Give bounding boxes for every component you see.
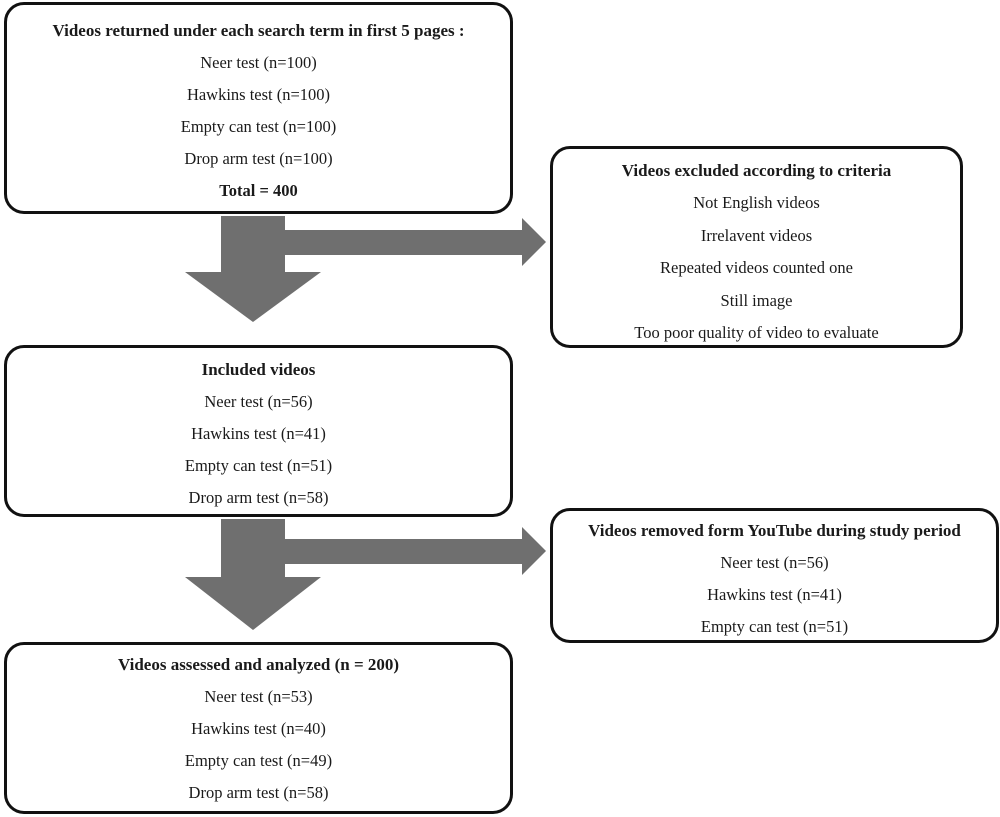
removed-item-neer: Neer test (n=56) — [720, 553, 829, 572]
assessed-item-hawkins: Hawkins test (n=40) — [191, 719, 326, 738]
assessed-item-empty-can: Empty can test (n=49) — [184, 751, 333, 770]
excluded-item-still-image: Still image — [720, 290, 793, 310]
arrow-group-search-to-included — [185, 216, 546, 322]
assessed-item-drop-arm: Drop arm test (n=58) — [188, 783, 329, 802]
down-arrow-head — [185, 577, 321, 630]
right-arrow-shaft — [285, 230, 523, 255]
assessed-item-neer: Neer test (n=53) — [204, 687, 313, 706]
arrow-group-included-to-assessed — [185, 519, 546, 630]
right-arrow-shaft — [285, 539, 523, 564]
assessed-videos-title: Videos assessed and analyzed (n = 200) — [117, 655, 400, 674]
excluded-item-not-english: Not English videos — [693, 193, 820, 212]
included-item-empty-can: Empty can test (n=51) — [184, 456, 333, 475]
removed-item-empty-can: Empty can test (n=51) — [700, 617, 849, 636]
search-results-box: Videos returned under each search term i… — [4, 2, 513, 214]
included-videos-box: Included videos Neer test (n=56) Hawkins… — [4, 345, 513, 517]
excluded-item-repeated: Repeated videos counted one — [660, 258, 853, 277]
included-videos-title: Included videos — [201, 360, 316, 379]
down-arrow-head — [185, 272, 321, 322]
right-arrow-head — [522, 218, 546, 266]
excluded-item-poor-quality: Too poor quality of video to evaluate — [634, 323, 879, 342]
search-results-title: Videos returned under each search term i… — [52, 21, 465, 40]
search-item-empty-can: Empty can test (n=100) — [180, 117, 337, 136]
included-item-hawkins: Hawkins test (n=41) — [191, 424, 326, 443]
right-arrow-head — [522, 527, 546, 575]
down-arrow-shaft — [221, 519, 285, 577]
removed-videos-title: Videos removed form YouTube during study… — [588, 521, 961, 540]
included-item-neer: Neer test (n=56) — [204, 392, 313, 411]
search-total: Total = 400 — [219, 181, 298, 200]
included-item-drop-arm: Drop arm test (n=58) — [188, 488, 329, 507]
search-item-hawkins: Hawkins test (n=100) — [186, 85, 331, 104]
search-item-neer: Neer test (n=100) — [200, 53, 317, 72]
excluded-videos-box: Videos excluded according to criteria No… — [550, 146, 963, 348]
down-arrow-shaft — [221, 216, 285, 273]
excluded-videos-title: Videos excluded according to criteria — [621, 161, 892, 180]
search-item-drop-arm: Drop arm test (n=100) — [184, 149, 333, 168]
assessed-videos-box: Videos assessed and analyzed (n = 200) N… — [4, 642, 513, 814]
removed-videos-box: Videos removed form YouTube during study… — [550, 508, 999, 643]
excluded-item-irrelevant: Irrelavent videos — [700, 225, 813, 245]
removed-item-hawkins: Hawkins test (n=41) — [707, 585, 842, 604]
